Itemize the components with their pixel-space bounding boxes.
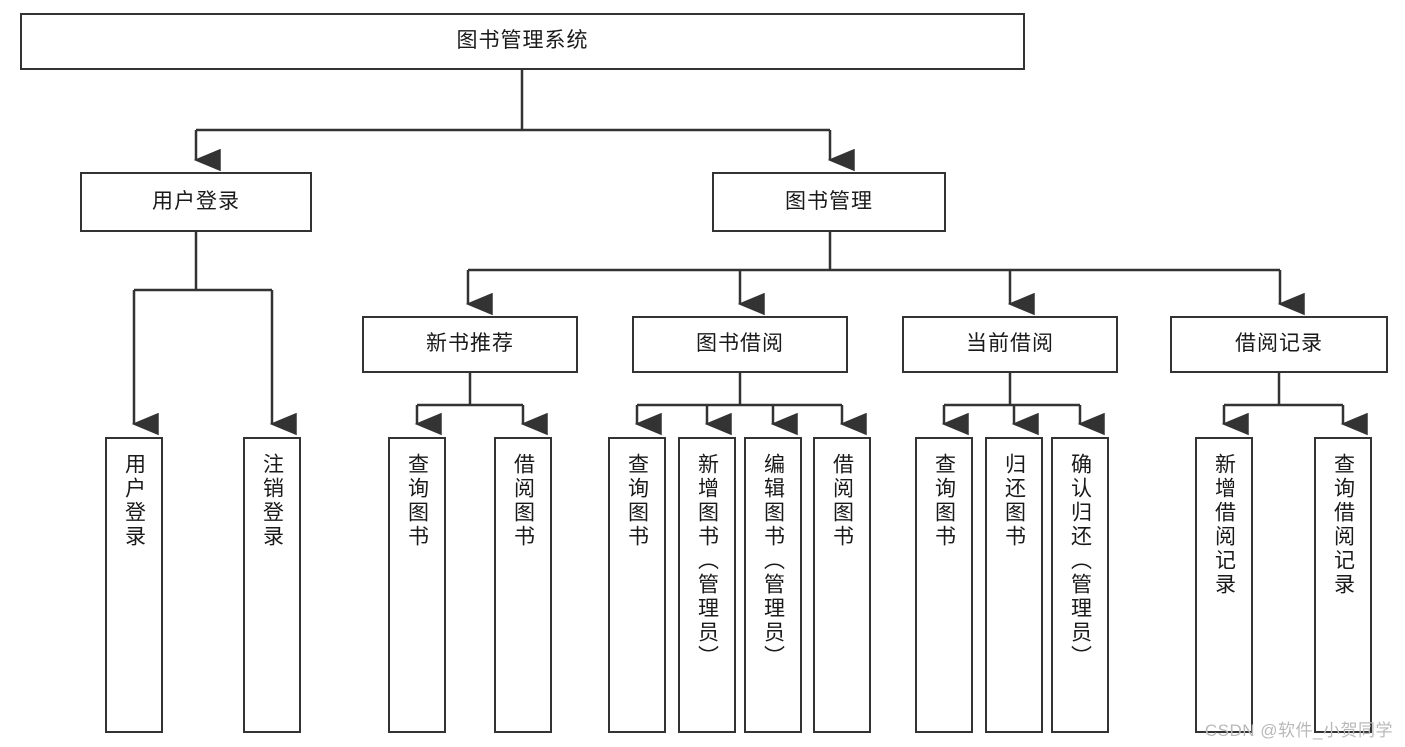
node-book-manage-label: 图书管理 [785,189,873,213]
node-root-label: 图书管理系统 [456,29,589,53]
leaf-record-query[interactable]: 查询借阅记录 [1314,437,1372,733]
leaf-new-book-query-label: 查询图书 [405,453,429,549]
leaf-new-book-borrow[interactable]: 借阅图书 [494,437,552,733]
node-new-book-recommend[interactable]: 新书推荐 [362,316,578,373]
leaf-borrow-add-book[interactable]: 新增图书（管理员） [678,437,736,733]
leaf-borrow-query-book-label: 查询图书 [625,453,649,549]
node-new-book-recommend-label: 新书推荐 [426,332,514,356]
leaf-record-query-label: 查询借阅记录 [1331,453,1355,597]
leaf-new-book-query[interactable]: 查询图书 [388,437,446,733]
leaf-user-login-logout[interactable]: 注销登录 [243,437,301,733]
leaf-current-query-book[interactable]: 查询图书 [915,437,973,733]
leaf-borrow-borrow-book[interactable]: 借阅图书 [813,437,871,733]
leaf-current-confirm-return-label: 确认归还（管理员） [1068,453,1092,669]
leaf-user-login-logout-label: 注销登录 [260,453,284,549]
node-user-login-label: 用户登录 [152,189,240,213]
leaf-current-query-book-label: 查询图书 [932,453,956,549]
node-book-borrow[interactable]: 图书借阅 [632,316,848,373]
node-borrow-record[interactable]: 借阅记录 [1170,316,1388,373]
leaf-current-return-book-label: 归还图书 [1002,453,1026,549]
leaf-new-book-borrow-label: 借阅图书 [511,453,535,549]
leaf-current-confirm-return[interactable]: 确认归还（管理员） [1051,437,1109,733]
node-current-borrow-label: 当前借阅 [966,332,1054,356]
node-book-borrow-label: 图书借阅 [696,332,784,356]
node-borrow-record-label: 借阅记录 [1235,332,1323,356]
node-book-manage[interactable]: 图书管理 [712,172,946,232]
leaf-borrow-add-book-label: 新增图书（管理员） [695,453,719,669]
leaf-record-add-label: 新增借阅记录 [1212,453,1236,597]
leaf-borrow-borrow-book-label: 借阅图书 [830,453,854,549]
node-current-borrow[interactable]: 当前借阅 [902,316,1118,373]
node-user-login[interactable]: 用户登录 [80,172,312,232]
leaf-current-return-book[interactable]: 归还图书 [985,437,1043,733]
leaf-user-login-login-label: 用户登录 [122,453,146,549]
leaf-borrow-edit-book[interactable]: 编辑图书（管理员） [744,437,802,733]
node-root[interactable]: 图书管理系统 [20,13,1025,70]
leaf-borrow-edit-book-label: 编辑图书（管理员） [761,453,785,669]
leaf-user-login-login[interactable]: 用户登录 [105,437,163,733]
leaf-record-add[interactable]: 新增借阅记录 [1195,437,1253,733]
leaf-borrow-query-book[interactable]: 查询图书 [608,437,666,733]
